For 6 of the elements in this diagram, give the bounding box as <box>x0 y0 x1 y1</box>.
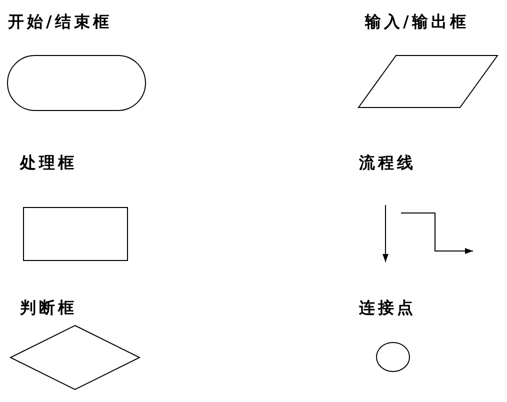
symbol-label: 处理框 <box>20 153 77 174</box>
symbol-label: 流程线 <box>359 153 416 174</box>
symbol-label: 开始/结束框 <box>8 12 112 33</box>
symbol-label: 输入/输出框 <box>365 12 469 33</box>
symbol-label: 连接点 <box>359 298 416 319</box>
symbol-label: 判断框 <box>20 298 77 319</box>
